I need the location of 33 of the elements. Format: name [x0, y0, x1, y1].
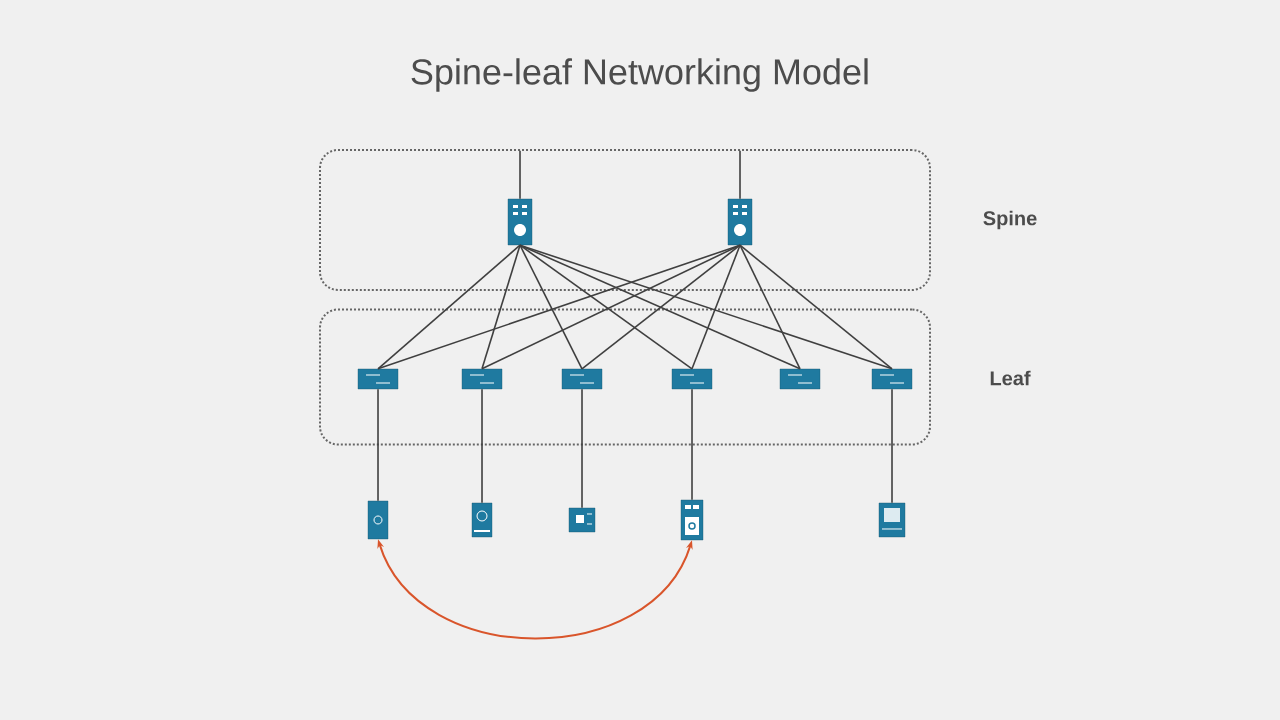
- uplink-line: [519, 150, 521, 200]
- spine-switch-icon: [507, 198, 533, 246]
- connection-line: [519, 244, 583, 370]
- connection-line: [691, 388, 693, 501]
- leaf-switch-icon: [461, 368, 503, 390]
- leaf-switch-icon: [357, 368, 399, 390]
- connection-line: [739, 244, 893, 370]
- group-label: Spine: [983, 210, 1037, 230]
- connection-line: [891, 388, 893, 504]
- group-label: Leaf: [990, 370, 1031, 386]
- connection-line: [481, 244, 521, 370]
- connection-line: [481, 388, 483, 504]
- connection-line: [739, 244, 801, 370]
- connection-line: [377, 388, 379, 502]
- storage-icon: [680, 499, 704, 541]
- leaf-switch-icon: [871, 368, 913, 390]
- connection-line: [581, 388, 583, 509]
- connection-line: [519, 244, 893, 370]
- leaf-switch-icon: [561, 368, 603, 390]
- workstation-icon: [471, 502, 493, 538]
- leaf-switch-icon: [779, 368, 821, 390]
- appliance-icon: [568, 507, 596, 533]
- spine-switch-icon: [727, 198, 753, 246]
- server-icon: [367, 500, 389, 540]
- connection-line: [581, 244, 741, 370]
- connection-line: [377, 244, 521, 370]
- computer-icon: [878, 502, 906, 538]
- connection-line: [481, 244, 741, 370]
- title: Spine-leaf Networking Model: [411, 58, 868, 92]
- uplink-line: [739, 150, 741, 200]
- leaf-switch-icon: [671, 368, 713, 390]
- connection-line: [519, 244, 693, 370]
- connection-line: [691, 244, 741, 370]
